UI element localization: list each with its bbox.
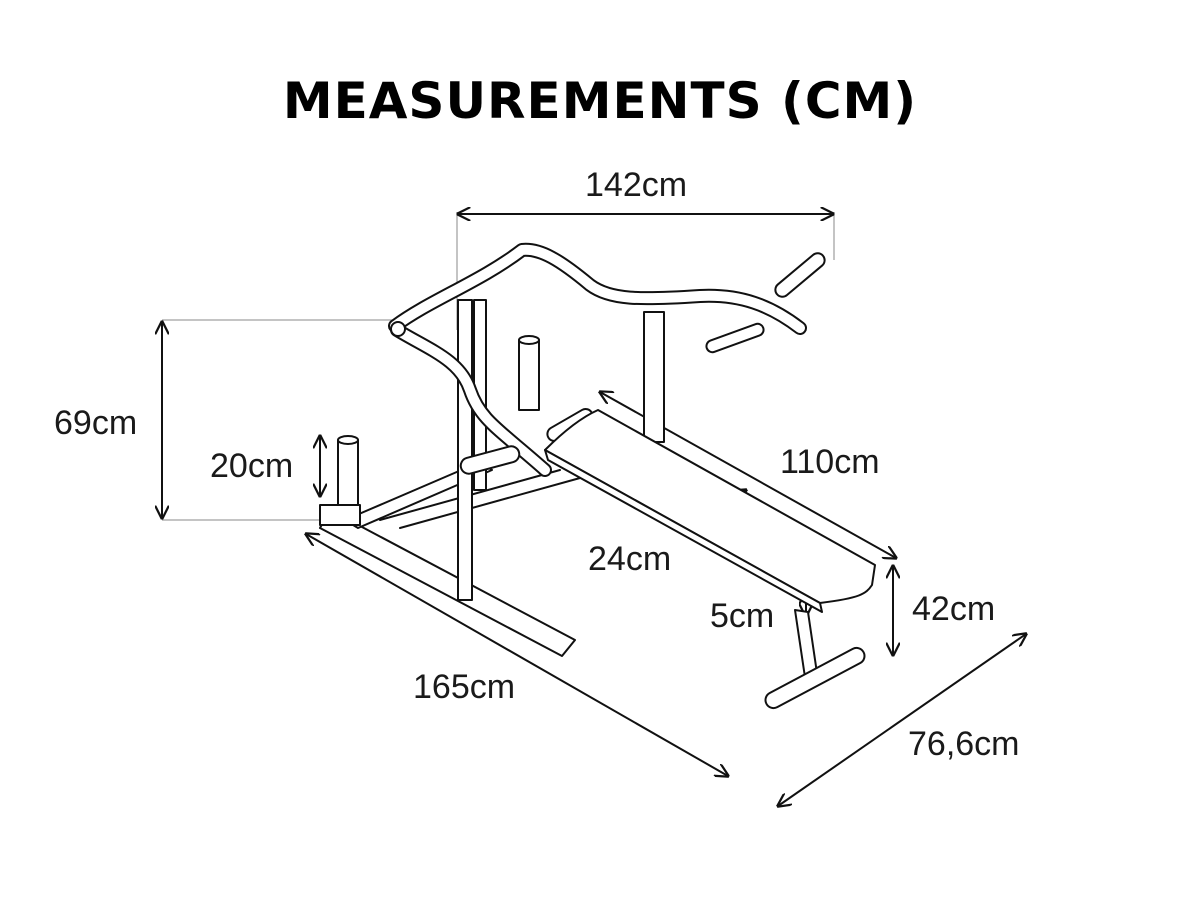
label-bench-length: 110cm [780, 443, 880, 481]
label-top-width: 142cm [585, 166, 688, 204]
label-pad-thickness: 5cm [710, 597, 775, 635]
arrow-766 [778, 634, 1026, 806]
label-post-height: 20cm [210, 447, 294, 485]
label-total-width: 76,6cm [908, 725, 1020, 763]
label-total-length: 165cm [413, 668, 516, 706]
title-main: MEASUREMENTS [282, 72, 763, 130]
label-total-height: 69cm [54, 404, 138, 442]
title-unit: (CM) [781, 72, 918, 130]
label-bench-height: 42cm [912, 590, 996, 628]
bench-drawing [319, 242, 876, 710]
label-bench-width: 24cm [588, 540, 672, 578]
arrow-165 [306, 534, 728, 776]
page-title: MEASUREMENTS (CM) [0, 72, 1200, 130]
dimension-arrows [162, 214, 1026, 806]
